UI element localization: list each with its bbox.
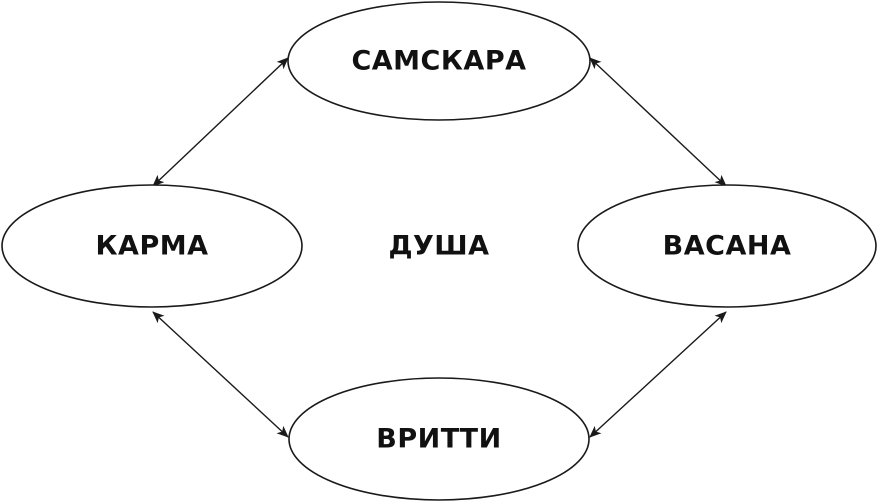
node-vritti-label: ВРИТТИ (376, 424, 501, 455)
node-samskara: САМСКАРА (287, 1, 591, 121)
arrow-vasana-vritti (589, 311, 727, 438)
arrow-karma-samskara (152, 57, 289, 187)
node-samskara-label: САМСКАРА (351, 46, 526, 77)
node-vasana-ellipse (577, 184, 877, 308)
center-label-dusha: ДУША (388, 231, 489, 262)
node-vritti-ellipse (288, 377, 590, 501)
node-vasana: ВАСАНА (577, 184, 877, 308)
arrow-vritti-karma (152, 311, 289, 438)
node-karma-ellipse (1, 184, 303, 308)
node-karma-label: КАРМА (95, 231, 208, 262)
arrow-samskara-vasana (589, 57, 727, 187)
node-samskara-ellipse (287, 1, 591, 121)
node-vritti: ВРИТТИ (288, 377, 590, 501)
node-karma: КАРМА (1, 184, 303, 308)
node-vasana-label: ВАСАНА (663, 231, 792, 262)
